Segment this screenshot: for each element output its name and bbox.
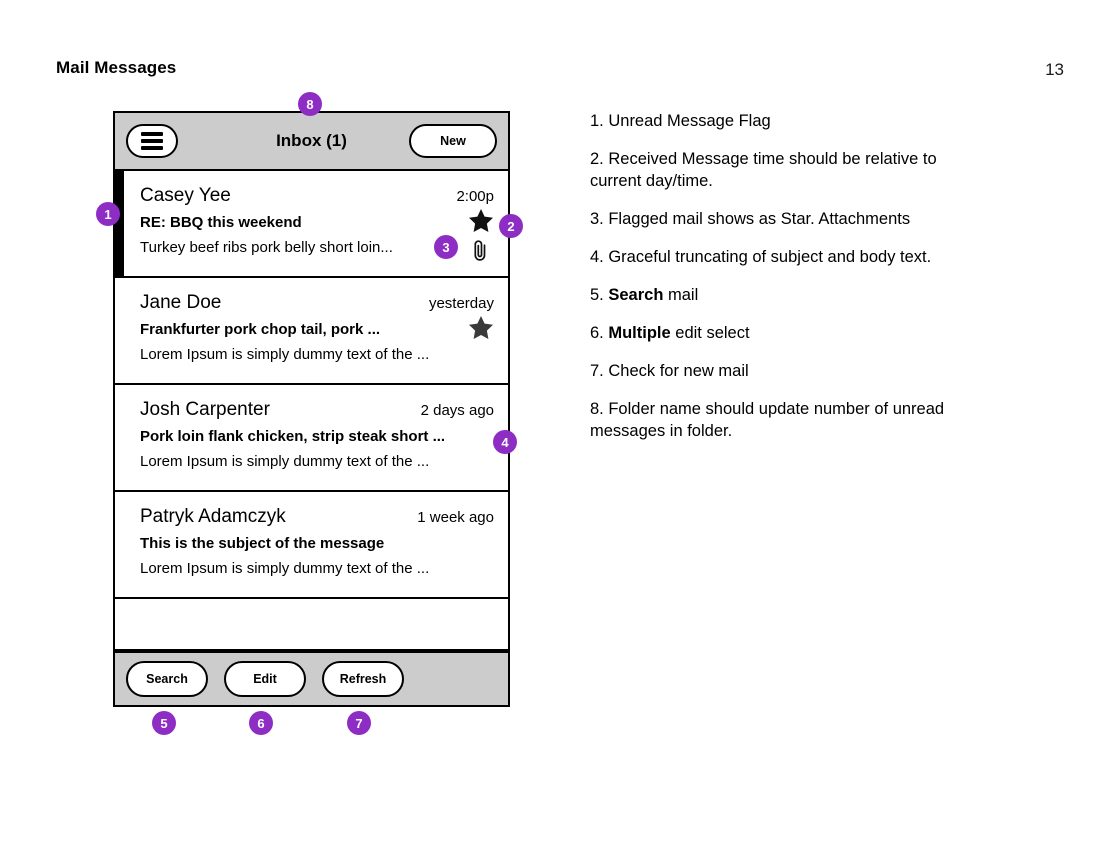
- star-icon[interactable]: [469, 316, 493, 339]
- annotation-text: Folder name should update number of unre…: [590, 400, 945, 440]
- message-indicators: [468, 209, 494, 262]
- annotation-number: 3.: [590, 210, 604, 228]
- callout-badge-7: 7: [347, 711, 371, 735]
- annotation-number: 6.: [590, 324, 604, 342]
- bottom-toolbar: Search Edit Refresh: [115, 651, 508, 705]
- annotation-item-7: 7. Check for new mail: [590, 360, 970, 382]
- new-message-button[interactable]: New: [409, 124, 497, 158]
- annotation-number: 4.: [590, 248, 604, 266]
- message-preview: Lorem Ipsum is simply dummy text of the …: [140, 346, 430, 363]
- message-sender: Patryk Adamczyk: [140, 506, 286, 527]
- annotation-tail: mail: [663, 286, 699, 304]
- message-preview: Lorem Ipsum is simply dummy text of the …: [140, 453, 430, 470]
- callout-badge-8: 8: [298, 92, 322, 116]
- message-subject: Frankfurter pork chop tail, pork ...: [140, 321, 381, 338]
- annotation-number: 2.: [590, 150, 604, 168]
- annotation-number: 7.: [590, 362, 604, 380]
- message-list-empty-row: [115, 599, 508, 651]
- unread-message-flag: [115, 171, 124, 276]
- message-time: yesterday: [428, 295, 494, 312]
- annotation-item-2: 2. Received Message time should be relat…: [590, 148, 970, 192]
- message-preview: Turkey beef ribs pork belly short loin..…: [140, 239, 393, 256]
- message-list-item[interactable]: Patryk Adamczyk 1 week ago This is the s…: [115, 492, 508, 599]
- message-subject: This is the subject of the message: [140, 535, 385, 552]
- message-sender: Casey Yee: [140, 185, 231, 206]
- phone-mockup: Inbox (1) New Casey Yee 2:00p RE: BBQ th…: [113, 111, 510, 707]
- annotation-item-1: 1. Unread Message Flag: [590, 110, 970, 132]
- message-indicators: [468, 316, 494, 339]
- message-time: 2 days ago: [420, 402, 494, 419]
- callout-badge-2: 2: [499, 214, 523, 238]
- annotation-number: 5.: [590, 286, 604, 304]
- callout-badge-3: 3: [434, 235, 458, 259]
- annotation-item-5: 5. Search mail: [590, 284, 970, 306]
- message-subject: Pork loin flank chicken, strip steak sho…: [140, 428, 446, 445]
- annotation-item-3: 3. Flagged mail shows as Star. Attachmen…: [590, 208, 970, 230]
- navbar: Inbox (1) New: [115, 113, 508, 171]
- message-list-item[interactable]: Casey Yee 2:00p RE: BBQ this weekend Tur…: [115, 171, 508, 278]
- annotation-bold: Multiple: [608, 324, 671, 342]
- annotation-number: 8.: [590, 400, 604, 418]
- message-time: 1 week ago: [417, 509, 494, 526]
- annotation-text: Graceful truncating of subject and body …: [603, 248, 932, 266]
- message-subject: RE: BBQ this weekend: [140, 214, 302, 231]
- callout-badge-4: 4: [493, 430, 517, 454]
- message-list-item[interactable]: Jane Doe yesterday Frankfurter pork chop…: [115, 278, 508, 385]
- annotation-item-4: 4. Graceful truncating of subject and bo…: [590, 246, 970, 268]
- message-sender: Josh Carpenter: [140, 399, 270, 420]
- page-title: Mail Messages: [56, 58, 177, 77]
- page-number: 13: [1045, 60, 1064, 79]
- annotation-bold: Search: [608, 286, 664, 304]
- star-icon[interactable]: [469, 209, 493, 232]
- edit-button[interactable]: Edit: [224, 661, 306, 697]
- callout-badge-1: 1: [96, 202, 120, 226]
- refresh-button[interactable]: Refresh: [322, 661, 404, 697]
- message-list-item[interactable]: Josh Carpenter 2 days ago Pork loin flan…: [115, 385, 508, 492]
- callout-badge-6: 6: [249, 711, 273, 735]
- annotation-number: 1.: [590, 112, 604, 130]
- message-list[interactable]: Casey Yee 2:00p RE: BBQ this weekend Tur…: [115, 171, 508, 651]
- annotation-tail: edit select: [670, 324, 750, 342]
- search-button[interactable]: Search: [126, 661, 208, 697]
- message-sender: Jane Doe: [140, 292, 222, 313]
- callout-badge-5: 5: [152, 711, 176, 735]
- annotation-text: Received Message time should be relative…: [590, 150, 937, 190]
- annotation-item-6: 6. Multiple edit select: [590, 322, 970, 344]
- annotation-text: Flagged mail shows as Star. Attachments: [603, 210, 911, 228]
- annotation-list: 1. Unread Message Flag 2. Received Messa…: [590, 110, 970, 458]
- menu-button[interactable]: [126, 124, 178, 158]
- annotation-text: Unread Message Flag: [603, 112, 771, 130]
- annotation-text: Check for new mail: [603, 362, 749, 380]
- message-time: 2:00p: [456, 188, 494, 205]
- annotation-item-8: 8. Folder name should update number of u…: [590, 398, 970, 442]
- hamburger-menu-icon: [141, 132, 163, 150]
- attachment-paperclip-icon[interactable]: [473, 240, 489, 262]
- message-preview: Lorem Ipsum is simply dummy text of the …: [140, 560, 430, 577]
